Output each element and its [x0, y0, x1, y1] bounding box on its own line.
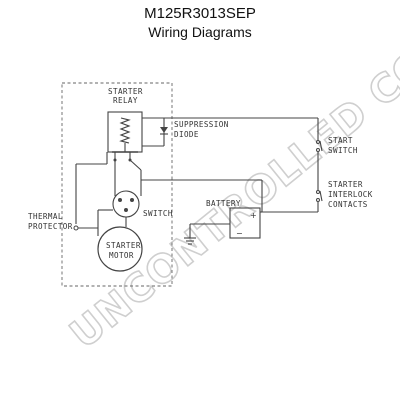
- switch-terminal: [130, 198, 134, 202]
- starter-motor-label: STARTER: [106, 241, 141, 250]
- interlock-label: CONTACTS: [328, 200, 368, 209]
- starter-relay-label: STARTER: [108, 87, 143, 96]
- interlock-contact: [316, 198, 320, 202]
- switch-label: SWITCH: [143, 209, 173, 218]
- interlock-label: STARTER: [328, 180, 363, 189]
- battery-label: BATTERY: [206, 199, 241, 208]
- interlock-label: INTERLOCK: [328, 190, 373, 199]
- start-switch-contact: [316, 148, 320, 152]
- relay-coil-symbol: [119, 117, 131, 144]
- suppression-diode-label: SUPPRESSION: [174, 120, 229, 129]
- starter-relay-label: RELAY: [113, 96, 138, 105]
- battery-positive-sign: +: [250, 211, 257, 220]
- switch-terminal: [118, 198, 122, 202]
- suppression-diode-label: DIODE: [174, 130, 199, 139]
- battery-symbol: [229, 207, 261, 239]
- interlock-blade: [319, 190, 323, 202]
- battery-negative-sign: −: [236, 229, 243, 238]
- suppression-diode-symbol: [160, 127, 168, 133]
- starter-enclosure-dashed: [61, 82, 173, 287]
- start-switch-blade: [319, 140, 323, 152]
- diagram-title: M125R3013SEP: [144, 5, 256, 22]
- thermal-protector-contact: [73, 225, 79, 231]
- start-switch-label: SWITCH: [328, 146, 358, 155]
- diagram-header: M125R3013SEP Wiring Diagrams: [0, 4, 400, 41]
- thermal-protector-label: THERMAL: [28, 212, 63, 221]
- start-switch-contact: [316, 140, 320, 144]
- starter-motor-label: MOTOR: [109, 251, 134, 260]
- diagram-subtitle: Wiring Diagrams: [148, 24, 252, 40]
- switch-terminal: [124, 208, 128, 212]
- start-switch-label: START: [328, 136, 353, 145]
- relay-to-battery-wire: [129, 159, 142, 171]
- interlock-contact: [316, 190, 320, 194]
- starter-motor-circle: [97, 226, 143, 272]
- motor-switch-circle: [112, 190, 140, 218]
- thermal-protector-label: PROTECTOR: [28, 222, 73, 231]
